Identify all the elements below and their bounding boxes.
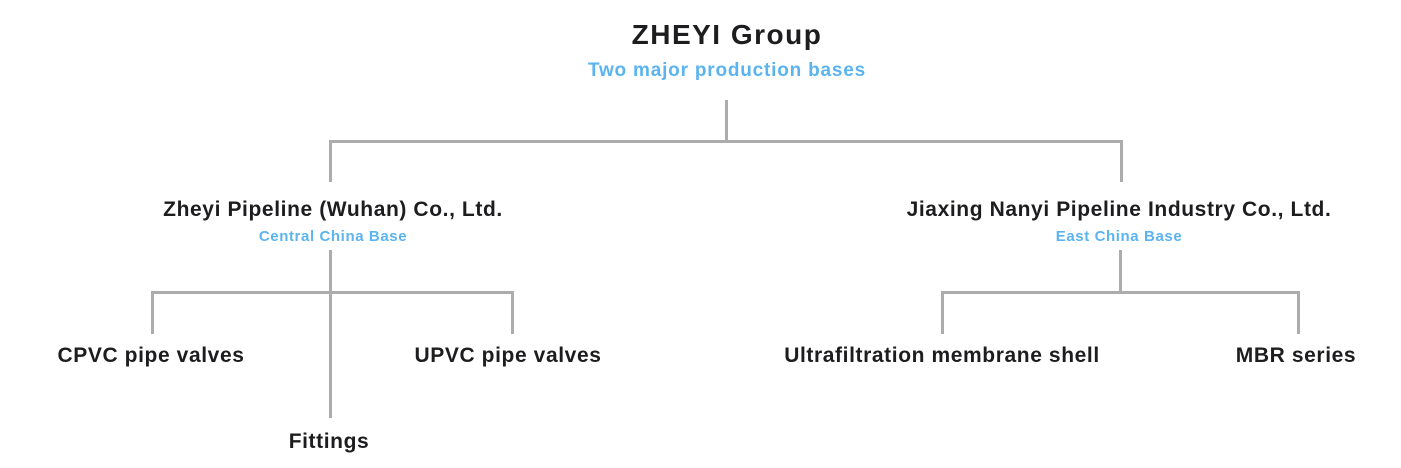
connector-right-horizontal (941, 291, 1300, 294)
leaf-ultrafiltration-membrane-shell: Ultrafiltration membrane shell (784, 344, 1100, 367)
leaf-mbr-series: MBR series (1235, 344, 1357, 367)
leaf-cpvc-pipe-valves: CPVC pipe valves (57, 344, 245, 367)
branch-base-jiaxing: East China Base (1055, 228, 1183, 245)
branch-name-wuhan: Zheyi Pipeline (Wuhan) Co., Ltd. (163, 198, 503, 221)
connector-left-stem (329, 250, 332, 418)
branch-node-jiaxing: Jiaxing Nanyi Pipeline Industry Co., Ltd… (907, 198, 1332, 245)
root-subtitle: Two major production bases (587, 60, 867, 81)
root-node: ZHEYI Group Two major production bases (588, 19, 866, 82)
connector-right-stem (1119, 250, 1122, 294)
connector-root-drop-right (1120, 140, 1123, 182)
connector-root-drop-left (329, 140, 332, 182)
connector-left-horizontal (151, 291, 514, 294)
leaf-upvc-pipe-valves: UPVC pipe valves (414, 344, 602, 367)
connector-left-drop-cpvc (151, 291, 154, 334)
branch-base-wuhan: Central China Base (258, 228, 408, 245)
connector-root-horizontal (329, 140, 1123, 143)
connector-right-drop-mbr (1297, 291, 1300, 334)
connector-left-drop-upvc (511, 291, 514, 334)
connector-root-stem (725, 100, 728, 143)
branch-name-jiaxing: Jiaxing Nanyi Pipeline Industry Co., Ltd… (906, 198, 1332, 221)
branch-node-wuhan: Zheyi Pipeline (Wuhan) Co., Ltd. Central… (163, 198, 503, 245)
root-title: ZHEYI Group (631, 19, 823, 50)
leaf-fittings: Fittings (288, 430, 370, 453)
connector-right-drop-ultrafiltration (941, 291, 944, 334)
